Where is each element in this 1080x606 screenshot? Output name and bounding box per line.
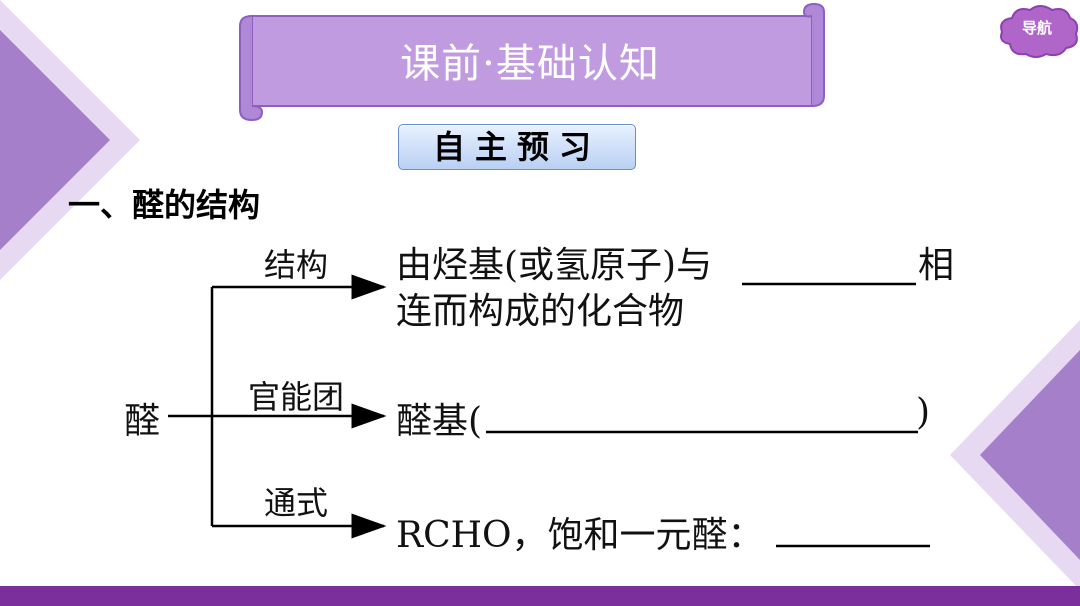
diagram-root: 醛 [124, 401, 161, 442]
nav-cloud-button[interactable] [996, 4, 1080, 60]
self-preview-button[interactable]: 自主预习 [398, 124, 636, 170]
diagram-background [120, 240, 950, 560]
functional-group-end: ) [916, 392, 931, 433]
section-heading: 一、醛的结构 [68, 186, 261, 224]
branch-label-structure: 结构 [264, 246, 329, 284]
page-title: 课前·基础认知 [400, 41, 660, 87]
title-scroll-banner [239, 2, 825, 122]
formula-text: RCHO，饱和一元醛： [396, 515, 764, 556]
left-decoration [0, 0, 140, 280]
functional-group-start: 醛基( [396, 401, 483, 442]
structure-line1: 由烃基(或氢原子)与 [396, 245, 713, 286]
bottom-bar [0, 586, 1080, 606]
branch-label-formula: 通式 [264, 484, 329, 522]
structure-line1-end: 相 [918, 245, 955, 286]
branch-label-functional-group: 官能团 [248, 378, 345, 416]
right-decoration [950, 320, 1080, 590]
structure-line2: 连而构成的化合物 [396, 291, 685, 332]
